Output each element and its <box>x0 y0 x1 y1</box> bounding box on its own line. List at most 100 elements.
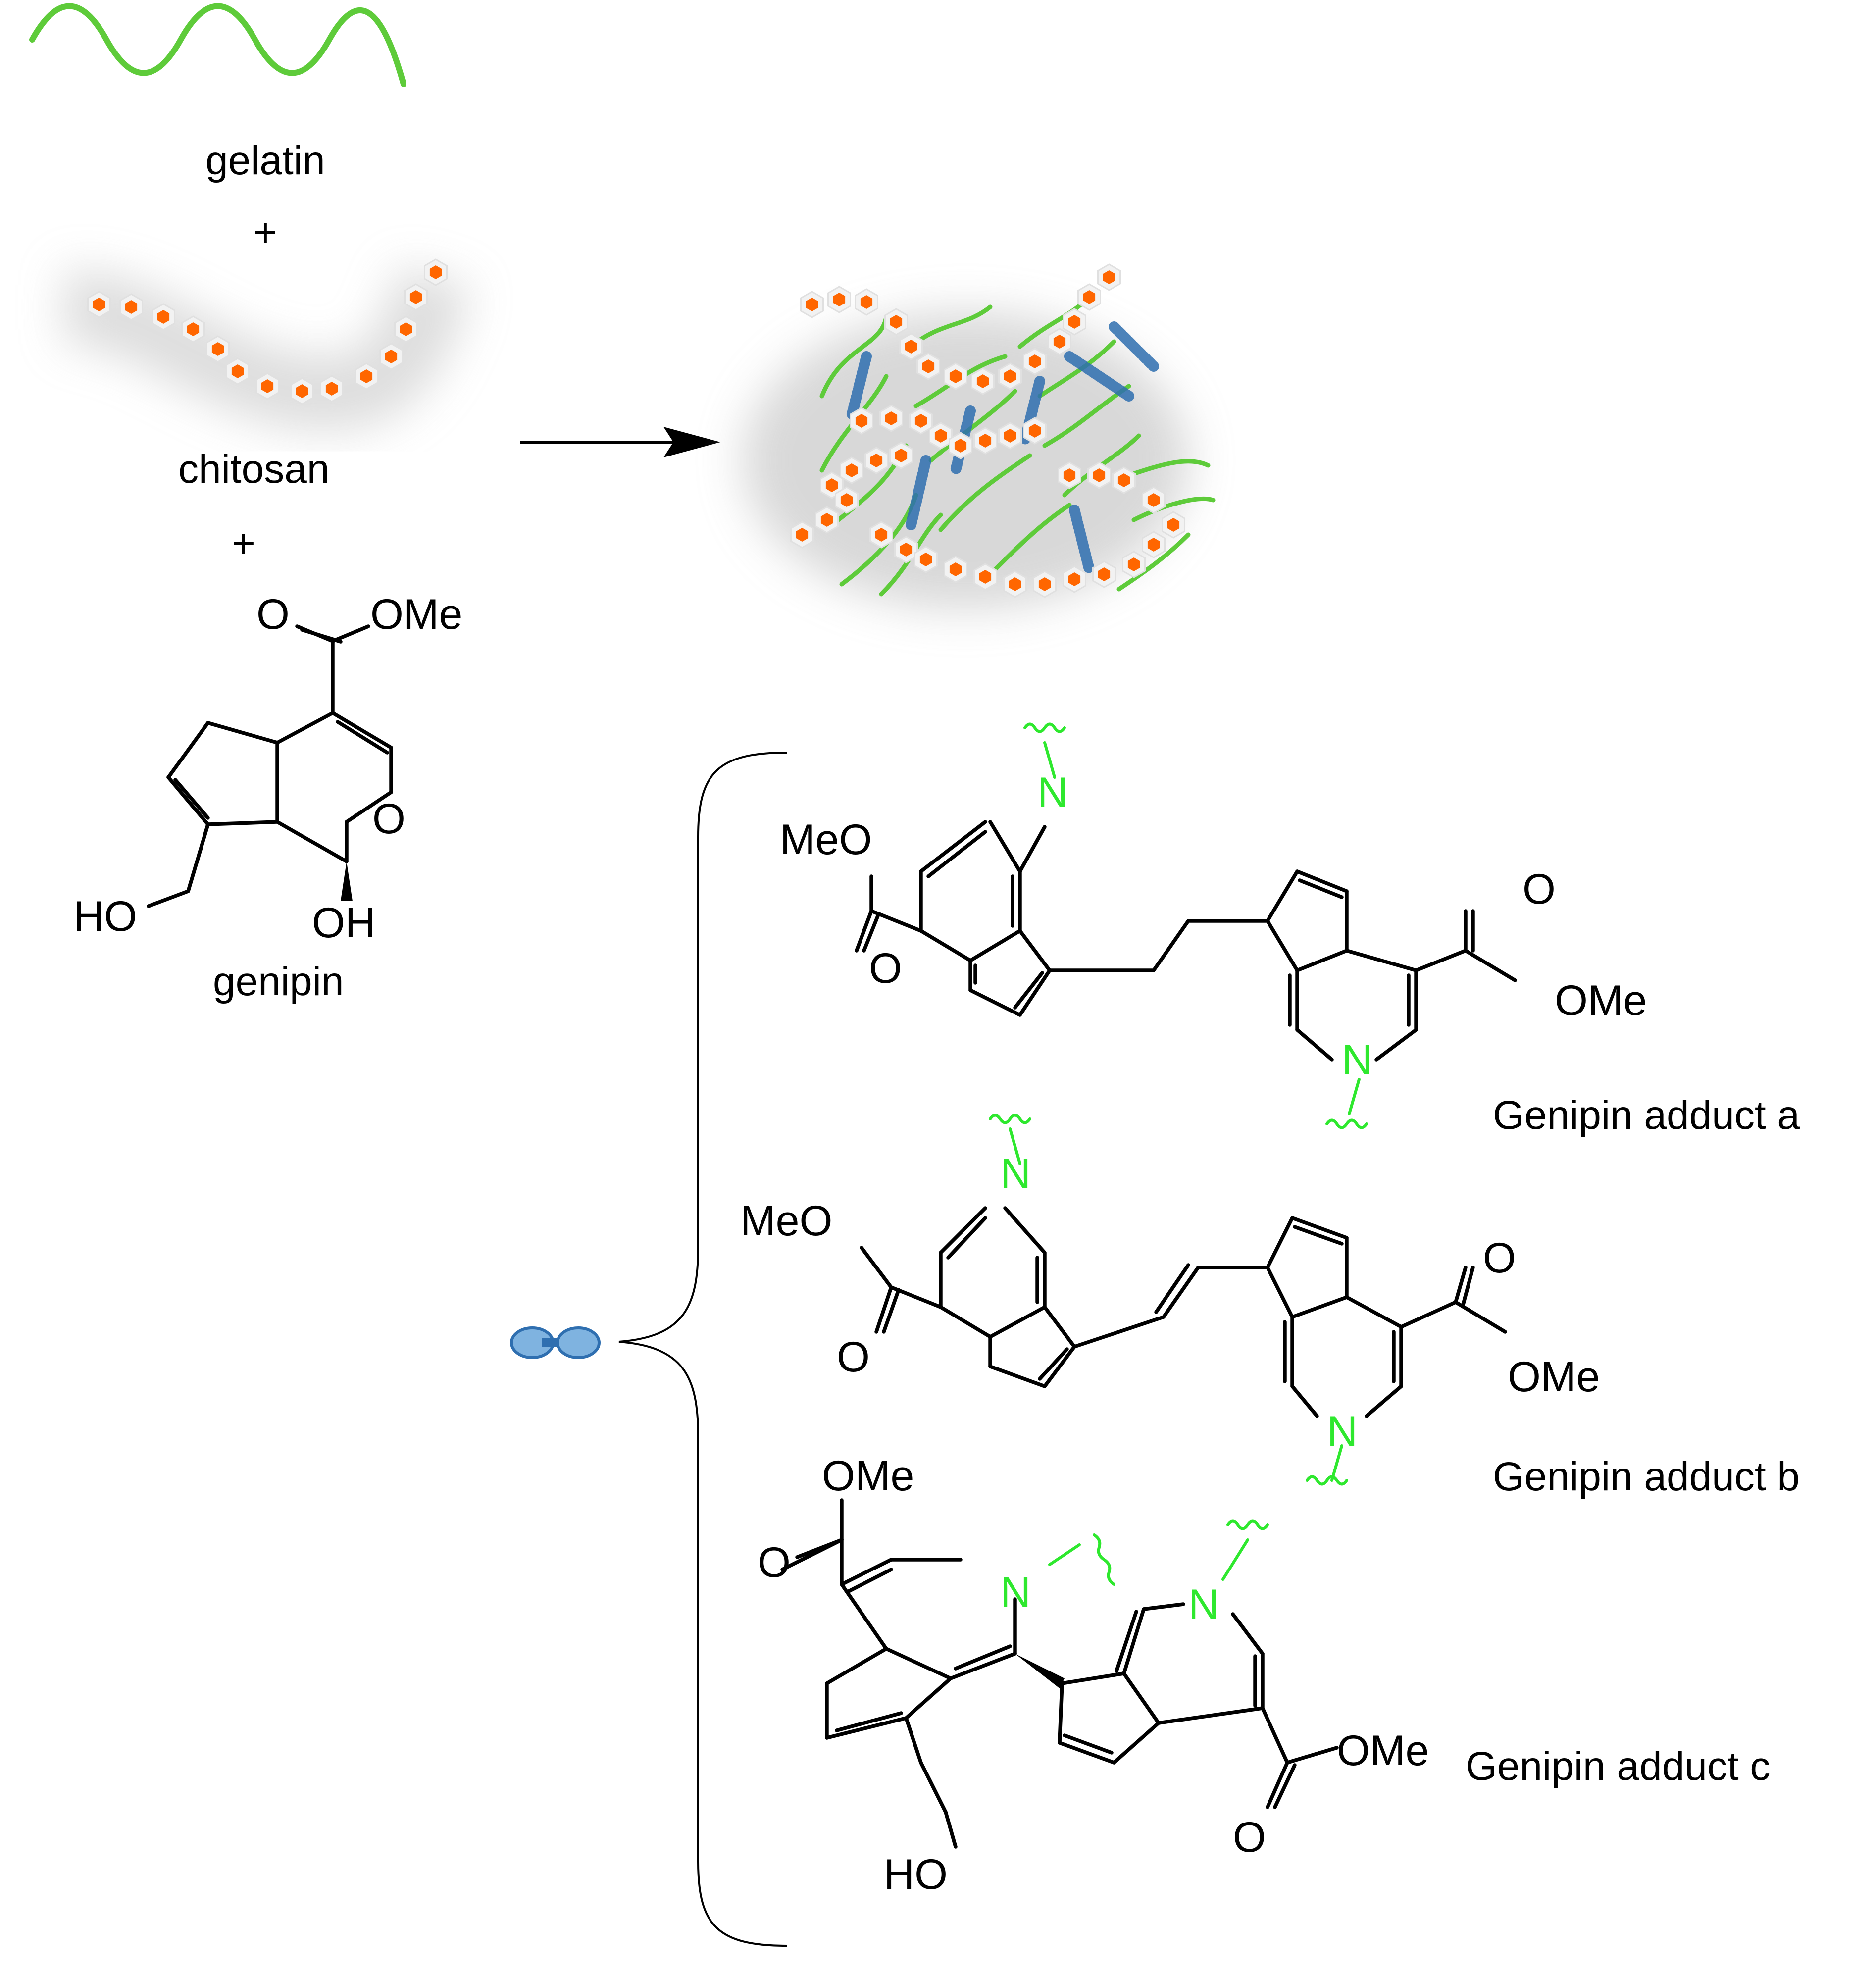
genipin-label: genipin <box>213 959 344 1004</box>
genipin-ome: OMe <box>370 591 462 638</box>
network-chitosan-unit <box>1098 567 1111 581</box>
genipin-adduct-b-structure <box>860 1114 1507 1486</box>
genipin-carbonyl-o: O <box>256 591 290 638</box>
chitosan-unit <box>125 300 138 314</box>
network-chitosan-unit <box>1117 473 1130 487</box>
adduct-a-ome: OMe <box>1555 977 1647 1024</box>
adduct-c-ome-bottom: OMe <box>1337 1727 1429 1774</box>
chitosan-unit <box>400 322 412 336</box>
chitosan-strand <box>63 258 471 431</box>
network-chitosan-unit <box>796 528 809 542</box>
network-chitosan-unit <box>1028 354 1041 368</box>
chitosan-unit <box>409 290 422 304</box>
network-chitosan-unit <box>1083 290 1096 304</box>
network-chitosan-unit <box>1147 493 1160 507</box>
network-chitosan-unit <box>954 439 967 453</box>
network-chitosan-unit <box>934 429 947 443</box>
chitosan-unit <box>325 382 338 396</box>
genipin-adduct-c-structure <box>780 1498 1339 1849</box>
adduct-b-o-right: O <box>1483 1234 1516 1282</box>
chitosan-unit <box>211 342 224 356</box>
genipin-ho: HO <box>73 893 137 940</box>
gelatin-label: gelatin <box>205 138 325 183</box>
genipin-adduct-a-structure <box>855 722 1517 1129</box>
adduct-c-o-bottom: O <box>1233 1814 1266 1861</box>
network-chitosan-unit <box>1103 270 1115 284</box>
crosslink-dumbbell-icon <box>510 1326 601 1359</box>
chitosan-unit <box>187 322 200 336</box>
chitosan-unit <box>261 379 274 393</box>
network-chitosan-unit <box>855 414 868 428</box>
adduct-a-label: Genipin adduct a <box>1493 1093 1800 1138</box>
crosslinked-network <box>743 263 1216 609</box>
network-chitosan-unit <box>890 315 903 329</box>
network-chitosan-unit <box>979 570 992 584</box>
network-chitosan-unit <box>1053 335 1066 349</box>
reaction-arrow <box>520 427 720 457</box>
network-chitosan-unit <box>1004 369 1016 383</box>
adduct-c-o-left: O <box>758 1539 791 1586</box>
adduct-b-label: Genipin adduct b <box>1493 1454 1800 1499</box>
adduct-a-o-right: O <box>1522 865 1556 913</box>
adduct-a-meo: MeO <box>780 816 872 863</box>
network-chitosan-unit <box>885 411 898 425</box>
chitosan-label: chitosan <box>178 447 329 492</box>
adduct-c-n-left: N <box>1000 1569 1031 1616</box>
adduct-b-o-left: O <box>837 1333 870 1381</box>
plus-sign-1: + <box>254 210 277 255</box>
genipin-structure <box>147 624 393 908</box>
network-chitosan-unit <box>922 359 935 373</box>
gelatin-strand <box>29 3 406 87</box>
network-chitosan-unit <box>1068 572 1081 586</box>
network-chitosan-unit <box>860 295 873 309</box>
network-chitosan-unit <box>1063 468 1076 482</box>
adduct-b-n-bottom: N <box>1327 1408 1358 1455</box>
network-chitosan-unit <box>833 293 846 306</box>
network-chitosan-unit <box>1004 429 1016 443</box>
network-chitosan-unit <box>949 562 962 576</box>
adduct-a-o-left: O <box>869 945 902 992</box>
network-chitosan-unit <box>914 414 927 428</box>
network-chitosan-unit <box>820 513 833 527</box>
network-chitosan-unit <box>1093 468 1106 482</box>
network-chitosan-unit <box>905 340 917 354</box>
adduct-c-ome-top: OMe <box>822 1452 914 1500</box>
adduct-c-ho: HO <box>884 1851 948 1898</box>
adduct-b-ome: OMe <box>1508 1353 1600 1401</box>
network-chitosan-unit <box>949 369 962 383</box>
chitosan-unit <box>429 265 442 279</box>
chitosan-unit <box>296 384 308 398</box>
network-chitosan-unit <box>1147 538 1160 552</box>
network-chitosan-unit <box>875 528 888 542</box>
chitosan-unit <box>157 310 170 324</box>
adduct-c-n-right: N <box>1188 1581 1219 1628</box>
genipin-ring-o: O <box>372 795 406 843</box>
network-chitosan-unit <box>1038 577 1051 591</box>
network-chitosan-unit <box>895 449 908 462</box>
network-chitosan-unit <box>840 493 853 507</box>
network-chitosan-unit <box>979 434 992 448</box>
genipin-oh: OH <box>312 899 376 947</box>
chitosan-unit <box>93 298 105 311</box>
network-chitosan-unit <box>919 553 932 566</box>
adduct-c-label: Genipin adduct c <box>1466 1744 1770 1789</box>
network-chitosan-unit <box>900 543 913 557</box>
network-chitosan-unit <box>1127 557 1140 571</box>
chitosan-unit <box>360 369 373 383</box>
adduct-a-n-top: N <box>1037 769 1068 816</box>
adduct-a-n-bottom: N <box>1342 1036 1372 1084</box>
adduct-b-meo: MeO <box>740 1197 832 1245</box>
network-chitosan-unit <box>845 463 858 477</box>
network-chitosan-unit <box>976 374 989 388</box>
network-chitosan-unit <box>1068 315 1081 329</box>
network-chitosan-unit <box>870 454 883 467</box>
chitosan-unit <box>385 350 398 363</box>
plus-sign-2: + <box>232 521 255 566</box>
network-chitosan-unit <box>1009 577 1021 591</box>
network-chitosan-unit <box>1167 518 1180 532</box>
network-chitosan-unit <box>825 478 838 492</box>
chitosan-unit <box>231 364 244 378</box>
adduct-b-n-top: N <box>1000 1150 1031 1198</box>
curly-brace <box>618 752 788 1947</box>
